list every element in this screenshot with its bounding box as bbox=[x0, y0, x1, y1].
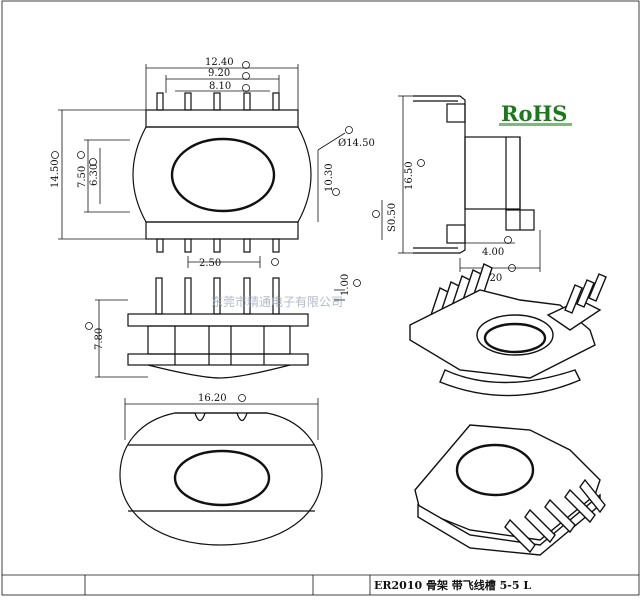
dim-overall-height: 14.50 bbox=[50, 159, 61, 188]
top-view-pins-top bbox=[156, 92, 280, 111]
dim-overall-width: 12.40 bbox=[205, 57, 234, 68]
dim-side-depth: 4.00 bbox=[482, 247, 504, 258]
dim-height-7-50: 7.50 bbox=[77, 166, 88, 188]
bottom-center-hole bbox=[173, 449, 271, 507]
isometric-view-bottom bbox=[414, 424, 606, 556]
top-view-dim-labels: 12.40 9.20 8.10 14.50 7.50 6.30 10.30 Ø1… bbox=[50, 57, 375, 269]
center-hole bbox=[170, 137, 276, 213]
isometric-view-top bbox=[409, 263, 607, 397]
dim-pin-pitch: 2.50 bbox=[199, 258, 221, 269]
top-flange bbox=[145, 109, 299, 128]
dim-height-6-30: 6.30 bbox=[89, 164, 100, 186]
callout-markers bbox=[51, 61, 353, 266]
dim-width-10-30: 10.30 bbox=[324, 163, 335, 192]
watermark-text: 东莞市精通电子有限公司 bbox=[211, 294, 343, 309]
title-block: ER2010 骨架 带飞线槽 5-5 L bbox=[2, 574, 639, 595]
body-outline bbox=[132, 126, 312, 223]
dim-bottom-width: 16.20 bbox=[198, 393, 227, 404]
bottom-view: 16.20 bbox=[119, 393, 323, 546]
dim-side-base: 5.20 bbox=[480, 273, 502, 284]
dim-side-s: S0.50 bbox=[387, 203, 398, 232]
top-view-pins-bottom bbox=[156, 238, 280, 253]
rohs-underline bbox=[499, 123, 572, 126]
bottom-flange bbox=[145, 221, 299, 240]
rohs-label: RoHS bbox=[501, 101, 567, 126]
top-view: 12.40 9.20 8.10 14.50 7.50 6.30 10.30 Ø1… bbox=[50, 57, 375, 269]
bottom-outline bbox=[119, 412, 323, 546]
front-view: 7.80 1.00 东莞市精通电子有限公司 bbox=[85, 274, 361, 379]
dim-diameter: Ø14.50 bbox=[338, 138, 375, 149]
dim-slot: 1.00 bbox=[340, 274, 351, 296]
dim-front-height: 7.80 bbox=[94, 328, 105, 350]
side-view: 16.50 S0.50 4.00 5.20 bbox=[372, 95, 541, 284]
dim-inner-width: 8.10 bbox=[209, 81, 231, 92]
part-title: ER2010 骨架 带飞线槽 5-5 L bbox=[374, 578, 531, 592]
dim-side-height: 16.50 bbox=[404, 161, 415, 190]
top-view-dim-lines bbox=[58, 64, 346, 268]
dim-mid-width: 9.20 bbox=[208, 68, 230, 79]
